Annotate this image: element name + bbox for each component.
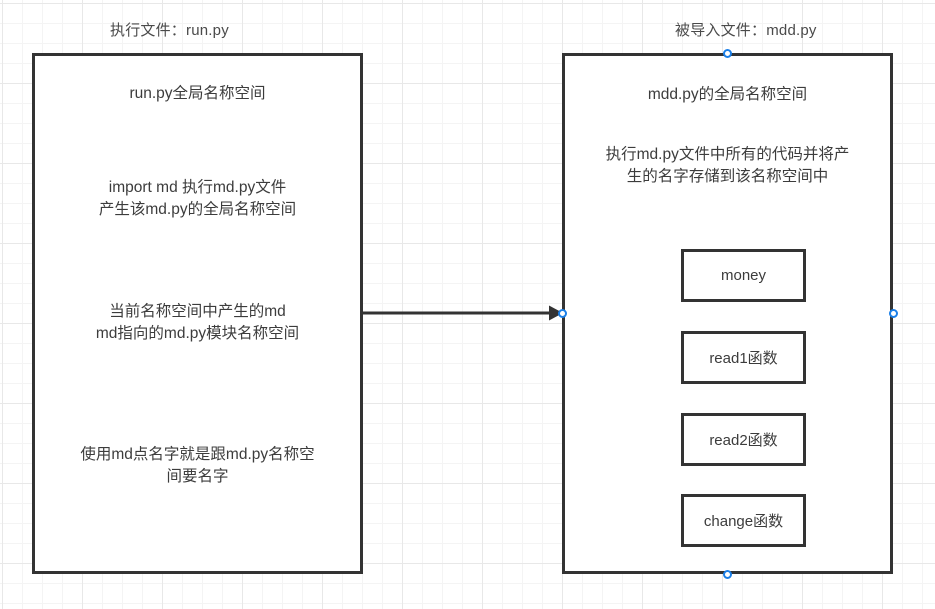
namespace-entry-read2[interactable]: read2函数 (681, 413, 806, 466)
run-current-namespace-note: 当前名称空间中产生的md md指向的md.py模块名称空间 (95, 303, 300, 343)
mdd-box-bottom-handle[interactable] (723, 570, 732, 579)
run-namespace-box[interactable]: run.py全局名称空间 import md 执行md.py文件 产生该md.p… (32, 53, 363, 574)
run-namespace-title: run.py全局名称空间 (129, 85, 266, 102)
namespace-entry-label: change函数 (703, 513, 784, 530)
namespace-entry-label: money (720, 267, 767, 284)
import-arrow-connector[interactable] (363, 303, 563, 323)
namespace-entry-money[interactable]: money (681, 249, 806, 302)
connector-endpoint-handle[interactable] (558, 309, 567, 318)
caption-run-file: 执行文件：run.py (110, 22, 229, 39)
run-import-note: import md 执行md.py文件 产生该md.py的全局名称空间 (98, 179, 297, 219)
namespace-entry-label: read1函数 (709, 350, 778, 367)
namespace-entry-read1[interactable]: read1函数 (681, 331, 806, 384)
mdd-box-right-handle[interactable] (889, 309, 898, 318)
namespace-entry-change[interactable]: change函数 (681, 494, 806, 547)
mdd-box-top-handle[interactable] (723, 49, 732, 58)
mdd-execution-note: 执行md.py文件中所有的代码并将产 生的名字存储到该名称空间中 (605, 146, 850, 186)
mdd-namespace-box[interactable]: mdd.py的全局名称空间 执行md.py文件中所有的代码并将产 生的名字存储到… (562, 53, 893, 574)
run-dot-access-note: 使用md点名字就是跟md.py名称空 间要名字 (80, 446, 315, 486)
mdd-namespace-title: mdd.py的全局名称空间 (647, 86, 808, 103)
caption-mdd-file: 被导入文件：mdd.py (675, 22, 817, 39)
arrowhead-icon (549, 305, 563, 321)
namespace-entry-label: read2函数 (709, 432, 778, 449)
